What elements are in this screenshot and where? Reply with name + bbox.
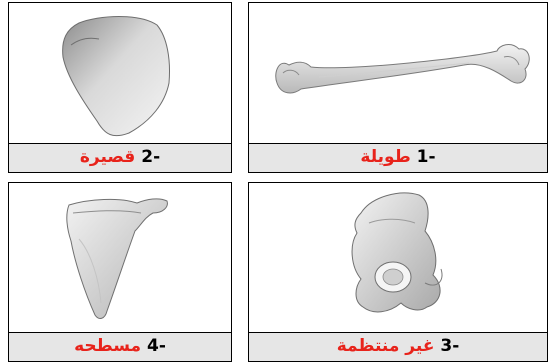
label-word: غير منتظمة — [337, 336, 435, 356]
label-word: قصيرة — [80, 147, 135, 167]
label-number: -1 — [417, 147, 436, 167]
label-word: مسطحه — [74, 336, 141, 356]
label-number: -4 — [147, 336, 166, 356]
card-long-bone: -1 طويلة — [248, 2, 548, 173]
label-short: -2 قصيرة — [9, 143, 231, 172]
irregular-bone-image — [249, 183, 546, 333]
long-bone-image — [249, 3, 546, 144]
label-number: -2 — [141, 147, 160, 167]
label-irregular: -3 غير منتظمة — [249, 332, 547, 361]
short-bone-image — [9, 3, 230, 144]
image-area — [249, 183, 547, 333]
image-area — [9, 183, 231, 333]
label-word: طويلة — [360, 147, 410, 167]
card-short-bone: -2 قصيرة — [8, 2, 232, 173]
image-area — [249, 3, 547, 144]
label-number: -3 — [440, 336, 459, 356]
image-area — [9, 3, 231, 144]
card-irregular-bone: -3 غير منتظمة — [248, 182, 548, 362]
label-flat: -4 مسطحه — [9, 332, 231, 361]
label-long: -1 طويلة — [249, 143, 547, 172]
card-flat-bone: -4 مسطحه — [8, 182, 232, 362]
flat-bone-image — [9, 183, 230, 333]
